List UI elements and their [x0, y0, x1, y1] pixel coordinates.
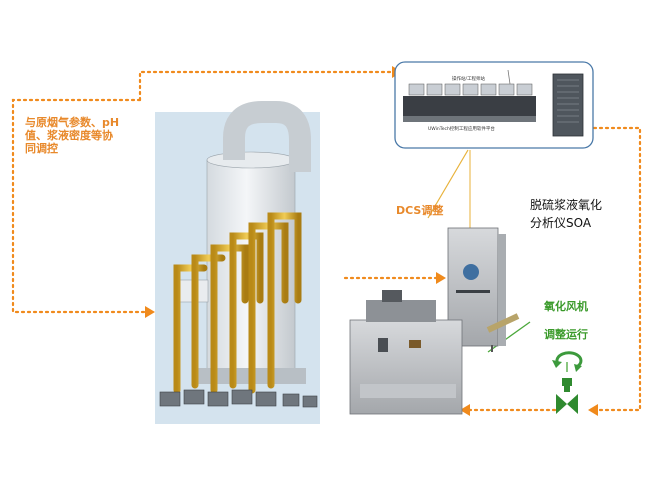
analyzer-dcs-line [427, 149, 469, 219]
desulfurization-tower [155, 101, 320, 424]
arrow-to-analyzer [436, 272, 446, 284]
left-control-note: 与原烟气参数、pH 值、浆液密度等协 同调控 [25, 116, 119, 155]
oxidation-fan-unit [349, 290, 463, 415]
analyzer-label-line-1: 脱硫浆液氧化 [530, 198, 603, 212]
dcs-label: DCS调整 [396, 204, 444, 217]
control-valve [552, 351, 583, 414]
flow-loop [11, 70, 642, 412]
analyzer-label: 脱硫浆液氧化 分析仪SOA [530, 196, 602, 232]
fan-link-line [487, 321, 531, 353]
arrow-from-fan-side [460, 404, 470, 416]
dcs-workstation [394, 61, 594, 149]
analyzer-label-line-2: 分析仪SOA [530, 216, 592, 230]
workstation-banner: 操作站/工程师站 [452, 77, 486, 82]
adjust-label: 调整运行 [544, 328, 588, 341]
left-note-line-1: 与原烟气参数、pH [25, 116, 120, 129]
workstation-platform-label: UWinTech控制工程应用软件平台 [428, 127, 495, 132]
arrow-to-tower [145, 306, 155, 318]
left-note-line-3: 同调控 [25, 142, 58, 155]
arrow-to-valve [588, 404, 598, 416]
left-note-line-2: 值、浆液密度等协 [25, 129, 113, 142]
fan-label: 氧化风机 [544, 300, 588, 313]
